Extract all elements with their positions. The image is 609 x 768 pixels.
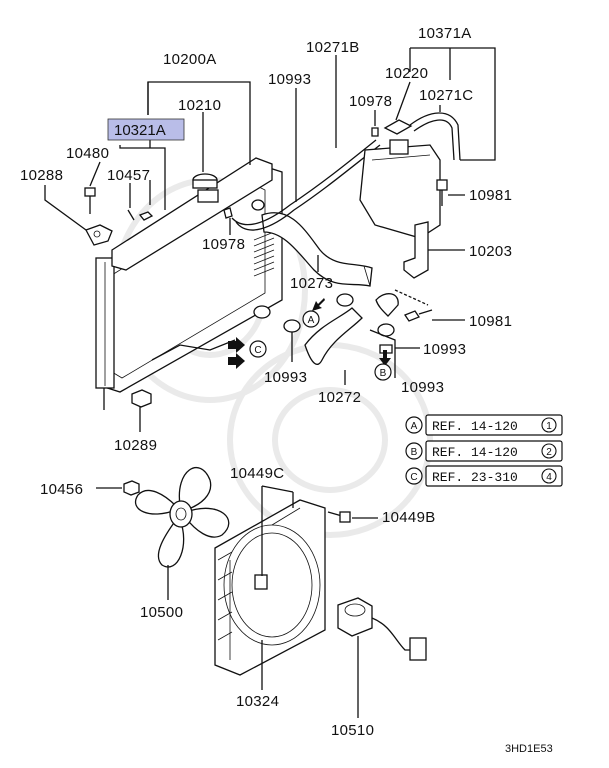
reservoir-bracket (403, 221, 429, 279)
bolt-10480 (84, 187, 96, 214)
bolt-10981-lower (404, 309, 433, 322)
radiator (95, 157, 283, 410)
svg-text:2: 2 (546, 447, 552, 458)
label-10220: 10220 (385, 65, 428, 82)
svg-text:REF. 23-310: REF. 23-310 (432, 470, 518, 485)
bolt-10981-upper (436, 179, 448, 206)
svg-text:1: 1 (546, 421, 552, 432)
svg-text:B: B (411, 447, 418, 458)
label-10978-middle: 10978 (202, 236, 245, 253)
clip-10978 (223, 127, 379, 219)
label-10371A: 10371A (418, 25, 472, 42)
drain-plug (131, 389, 152, 408)
label-10993-lower: 10993 (401, 379, 444, 396)
svg-text:REF. 14-120: REF. 14-120 (432, 445, 518, 460)
label-10993-right: 10993 (423, 341, 466, 358)
label-10321A: 10321A (114, 122, 166, 139)
callout-a: A (302, 310, 320, 328)
fan-shroud (214, 499, 326, 676)
overflow-hose (231, 139, 381, 231)
label-10449C: 10449C (230, 465, 284, 482)
fan-motor (337, 597, 427, 662)
flow-arrows (228, 298, 391, 369)
bolt-10457 (127, 209, 154, 221)
fan (135, 467, 230, 568)
label-10981-lower: 10981 (469, 313, 512, 330)
label-10324: 10324 (236, 693, 279, 710)
svg-text:A: A (411, 421, 418, 432)
upper-hose (261, 212, 373, 287)
label-10993-top: 10993 (268, 71, 311, 88)
bolt-10449B (327, 511, 351, 523)
label-10273: 10273 (290, 275, 333, 292)
callout-b: B (374, 363, 392, 381)
label-10200A: 10200A (163, 51, 217, 68)
label-10203: 10203 (469, 243, 512, 260)
label-10978-top: 10978 (349, 93, 392, 110)
label-10981-upper: 10981 (469, 187, 512, 204)
svg-text:REF. 14-120: REF. 14-120 (432, 419, 518, 434)
svg-text:B: B (380, 368, 387, 379)
radiator-cap (192, 173, 218, 189)
label-10480: 10480 (66, 145, 109, 162)
lower-hose (304, 293, 399, 365)
part-labels: 10200A 10210 10321A 10480 10288 10457 10… (20, 25, 512, 739)
label-10993-left: 10993 (264, 369, 307, 386)
label-10500: 10500 (140, 604, 183, 621)
label-10271C: 10271C (419, 87, 473, 104)
label-10456: 10456 (40, 481, 83, 498)
svg-text:4: 4 (546, 472, 552, 483)
bracket-mount (85, 224, 113, 246)
label-10289: 10289 (114, 437, 157, 454)
reference-row-c: C REF. 23-310 4 (405, 465, 563, 487)
reference-table: A REF. 14-120 1 B REF. 14-120 2 C REF. 2… (405, 414, 563, 487)
reference-row-a: A REF. 14-120 1 (405, 414, 563, 436)
svg-text:A: A (308, 315, 315, 326)
highlight-10321A (107, 118, 185, 141)
nut-10456 (123, 480, 140, 496)
reservoir-hose (409, 112, 461, 161)
label-10457: 10457 (107, 167, 150, 184)
label-10210: 10210 (178, 97, 221, 114)
label-10288: 10288 (20, 167, 63, 184)
leader-lines (44, 47, 496, 718)
reference-row-b: B REF. 14-120 2 (405, 440, 563, 462)
svg-text:C: C (254, 345, 261, 356)
svg-text:C: C (410, 472, 417, 483)
diagram-code: 3HD1E53 (505, 743, 553, 755)
reservoir-tank (359, 119, 441, 239)
label-10272: 10272 (318, 389, 361, 406)
callout-c: C (249, 340, 267, 358)
label-10449B: 10449B (382, 509, 436, 526)
label-10271B: 10271B (306, 39, 360, 56)
label-10510: 10510 (331, 722, 374, 739)
